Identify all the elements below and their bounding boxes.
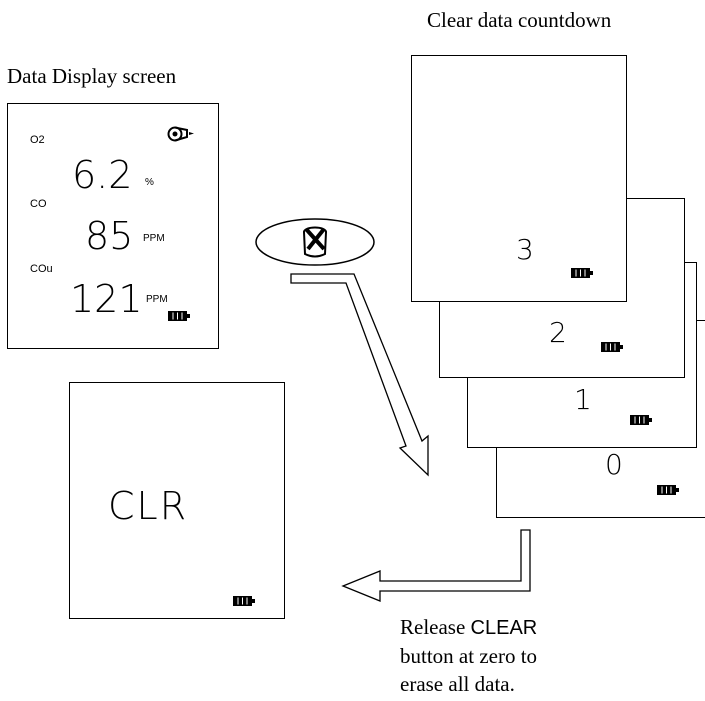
- data-display-caption: Data Display screen: [7, 64, 177, 88]
- battery-icon: [657, 482, 679, 495]
- battery-icon: [233, 593, 255, 606]
- countdown-value-0: 0: [605, 448, 623, 481]
- countdown-screen-3: 3: [411, 55, 627, 302]
- clr-text: CLR: [108, 484, 189, 528]
- battery-icon: [601, 339, 623, 352]
- battery-icon: [630, 412, 652, 425]
- countdown-value-1: 1: [574, 383, 592, 416]
- instruction-line-2: button at zero to: [400, 644, 538, 668]
- clr-screen: CLR: [69, 382, 285, 619]
- co-value: 85: [85, 214, 134, 258]
- cou-value: 121: [70, 277, 143, 321]
- co-unit: PPM: [143, 233, 165, 244]
- battery-icon: [168, 308, 190, 321]
- clear-trash-icon: [298, 223, 332, 261]
- o2-label: O2: [30, 134, 45, 146]
- countdown-value-2: 2: [549, 316, 567, 349]
- data-display-screen: O2 6.2 % CO 85 PPM COu 121 PPM: [7, 103, 219, 349]
- clear-button[interactable]: [254, 217, 376, 267]
- instruction-line-3: erase all data.: [400, 672, 515, 696]
- co-label: CO: [30, 198, 47, 210]
- battery-icon: [571, 265, 593, 278]
- arrow-to-clr: [341, 529, 531, 602]
- o2-unit: %: [145, 177, 154, 188]
- instruction-text: Release CLEAR button at zero to erase al…: [400, 613, 537, 698]
- cou-unit: PPM: [146, 294, 168, 305]
- countdown-value-3: 3: [516, 233, 534, 266]
- arrow-to-countdown: [290, 273, 429, 477]
- pump-icon: [167, 126, 197, 142]
- countdown-caption: Clear data countdown: [427, 8, 612, 32]
- clear-button-name: CLEAR: [470, 617, 538, 639]
- cou-label: COu: [30, 263, 53, 275]
- instruction-line-1: Release CLEAR: [400, 615, 538, 639]
- o2-value: 6.2: [72, 153, 133, 197]
